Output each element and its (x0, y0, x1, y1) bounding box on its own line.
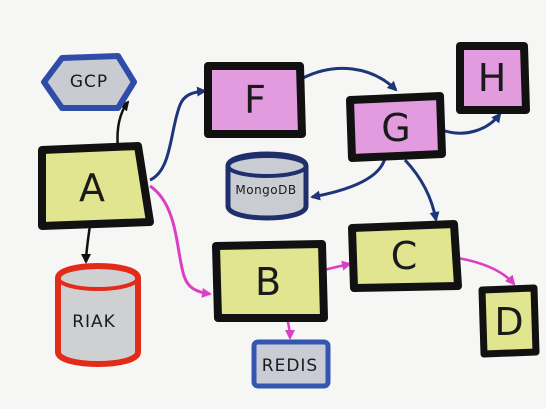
riak-cylinder-top (56, 265, 140, 291)
b-label: B (255, 260, 281, 304)
f-label: F (244, 78, 266, 122)
node-f[interactable]: F (204, 62, 306, 138)
d-label: D (494, 300, 523, 344)
redis-label: REDIS (262, 356, 318, 376)
node-g[interactable]: G (346, 92, 446, 162)
edge-g-to-c (403, 158, 440, 222)
edges (81, 66, 516, 340)
node-mongodb[interactable]: MongoDB (225, 151, 309, 221)
node-h[interactable]: H (456, 42, 530, 114)
h-box (456, 42, 530, 114)
c-label: C (391, 234, 418, 278)
node-d[interactable]: D (478, 284, 540, 358)
b-box (212, 240, 328, 322)
edge-c-to-d (457, 256, 516, 286)
c-box (348, 220, 462, 292)
mongodb-cylinder-top (226, 154, 308, 178)
a-box (38, 142, 154, 230)
redis-box (251, 339, 331, 389)
riak-label: RIAK (72, 312, 116, 332)
a-label: A (79, 166, 105, 210)
node-c[interactable]: C (348, 220, 462, 292)
node-riak[interactable]: RIAK (55, 263, 141, 367)
g-label: G (381, 106, 410, 150)
mongodb-label: MongoDB (235, 183, 296, 197)
node-a[interactable]: A (38, 142, 154, 230)
h-label: H (478, 56, 507, 100)
edge-g-to-h (441, 112, 502, 135)
d-box (478, 284, 540, 358)
edge-g-to-mongodb (310, 157, 387, 201)
g-box (346, 92, 446, 162)
edge-a-to-f (149, 86, 207, 182)
edge-a-to-riak (81, 224, 92, 264)
edge-f-to-g (302, 66, 398, 92)
node-gcp[interactable]: GCP (41, 53, 137, 111)
node-redis[interactable]: REDIS (251, 339, 331, 389)
node-b[interactable]: B (212, 240, 328, 322)
f-box (204, 62, 306, 138)
gcp-hexagon (41, 53, 137, 111)
edge-b-to-c (323, 260, 352, 272)
gcp-label: GCP (70, 72, 108, 92)
edge-a-to-b (149, 184, 212, 298)
